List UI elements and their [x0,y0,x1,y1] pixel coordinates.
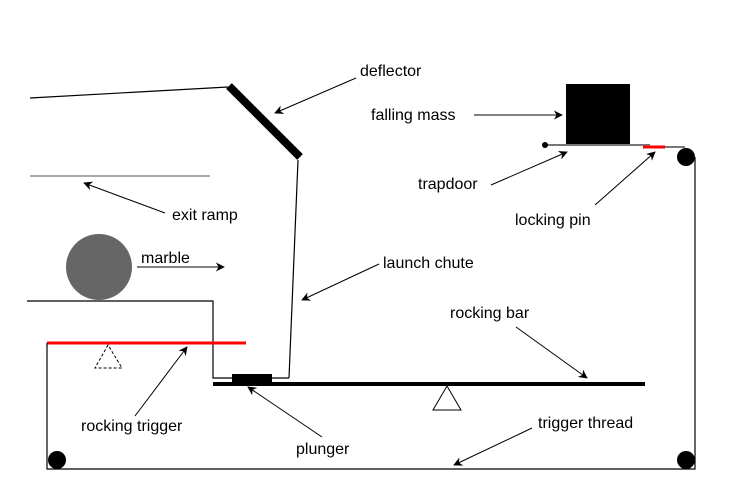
label-trigger-thread: trigger thread [538,415,633,432]
label-rocking-trigger: rocking trigger [81,418,183,435]
label-marble: marble [141,250,190,267]
label-exit-ramp: exit ramp [172,207,238,224]
arrow-trapdoor [490,151,568,186]
rocking-bar-pivot [432,385,462,411]
upper-track [29,86,229,99]
arrow-plunger [247,386,323,438]
label-launch-chute: launch chute [383,255,474,272]
label-trapdoor: trapdoor [418,176,478,193]
deflector [226,83,303,160]
arrow-launch-chute [301,263,380,301]
falling-mass [566,84,630,144]
trapdoor-hinge [542,142,548,148]
arrow-rocking-bar [515,326,588,379]
plunger [232,374,272,383]
marble-platform [27,300,289,379]
pulley-top-right [677,148,695,166]
label-plunger: plunger [296,441,350,458]
label-falling-mass: falling mass [371,107,455,124]
label-deflector: deflector [360,63,422,80]
arrow-locking-pin [594,151,656,206]
arrow-trigger-thread [453,427,533,466]
trigger-thread [46,157,696,470]
arrow-deflector [274,77,357,114]
arrow-rocking-trigger [134,346,188,417]
label-locking-pin: locking pin [515,212,591,229]
rocking-trigger-pivot [94,344,123,369]
pulley-bottom-right [677,451,695,469]
arrow-exit-ramp [83,181,166,214]
label-rocking-bar: rocking bar [450,305,530,322]
pulley-bottom-left [48,451,66,469]
launch-chute [288,159,299,379]
marble [66,234,132,300]
